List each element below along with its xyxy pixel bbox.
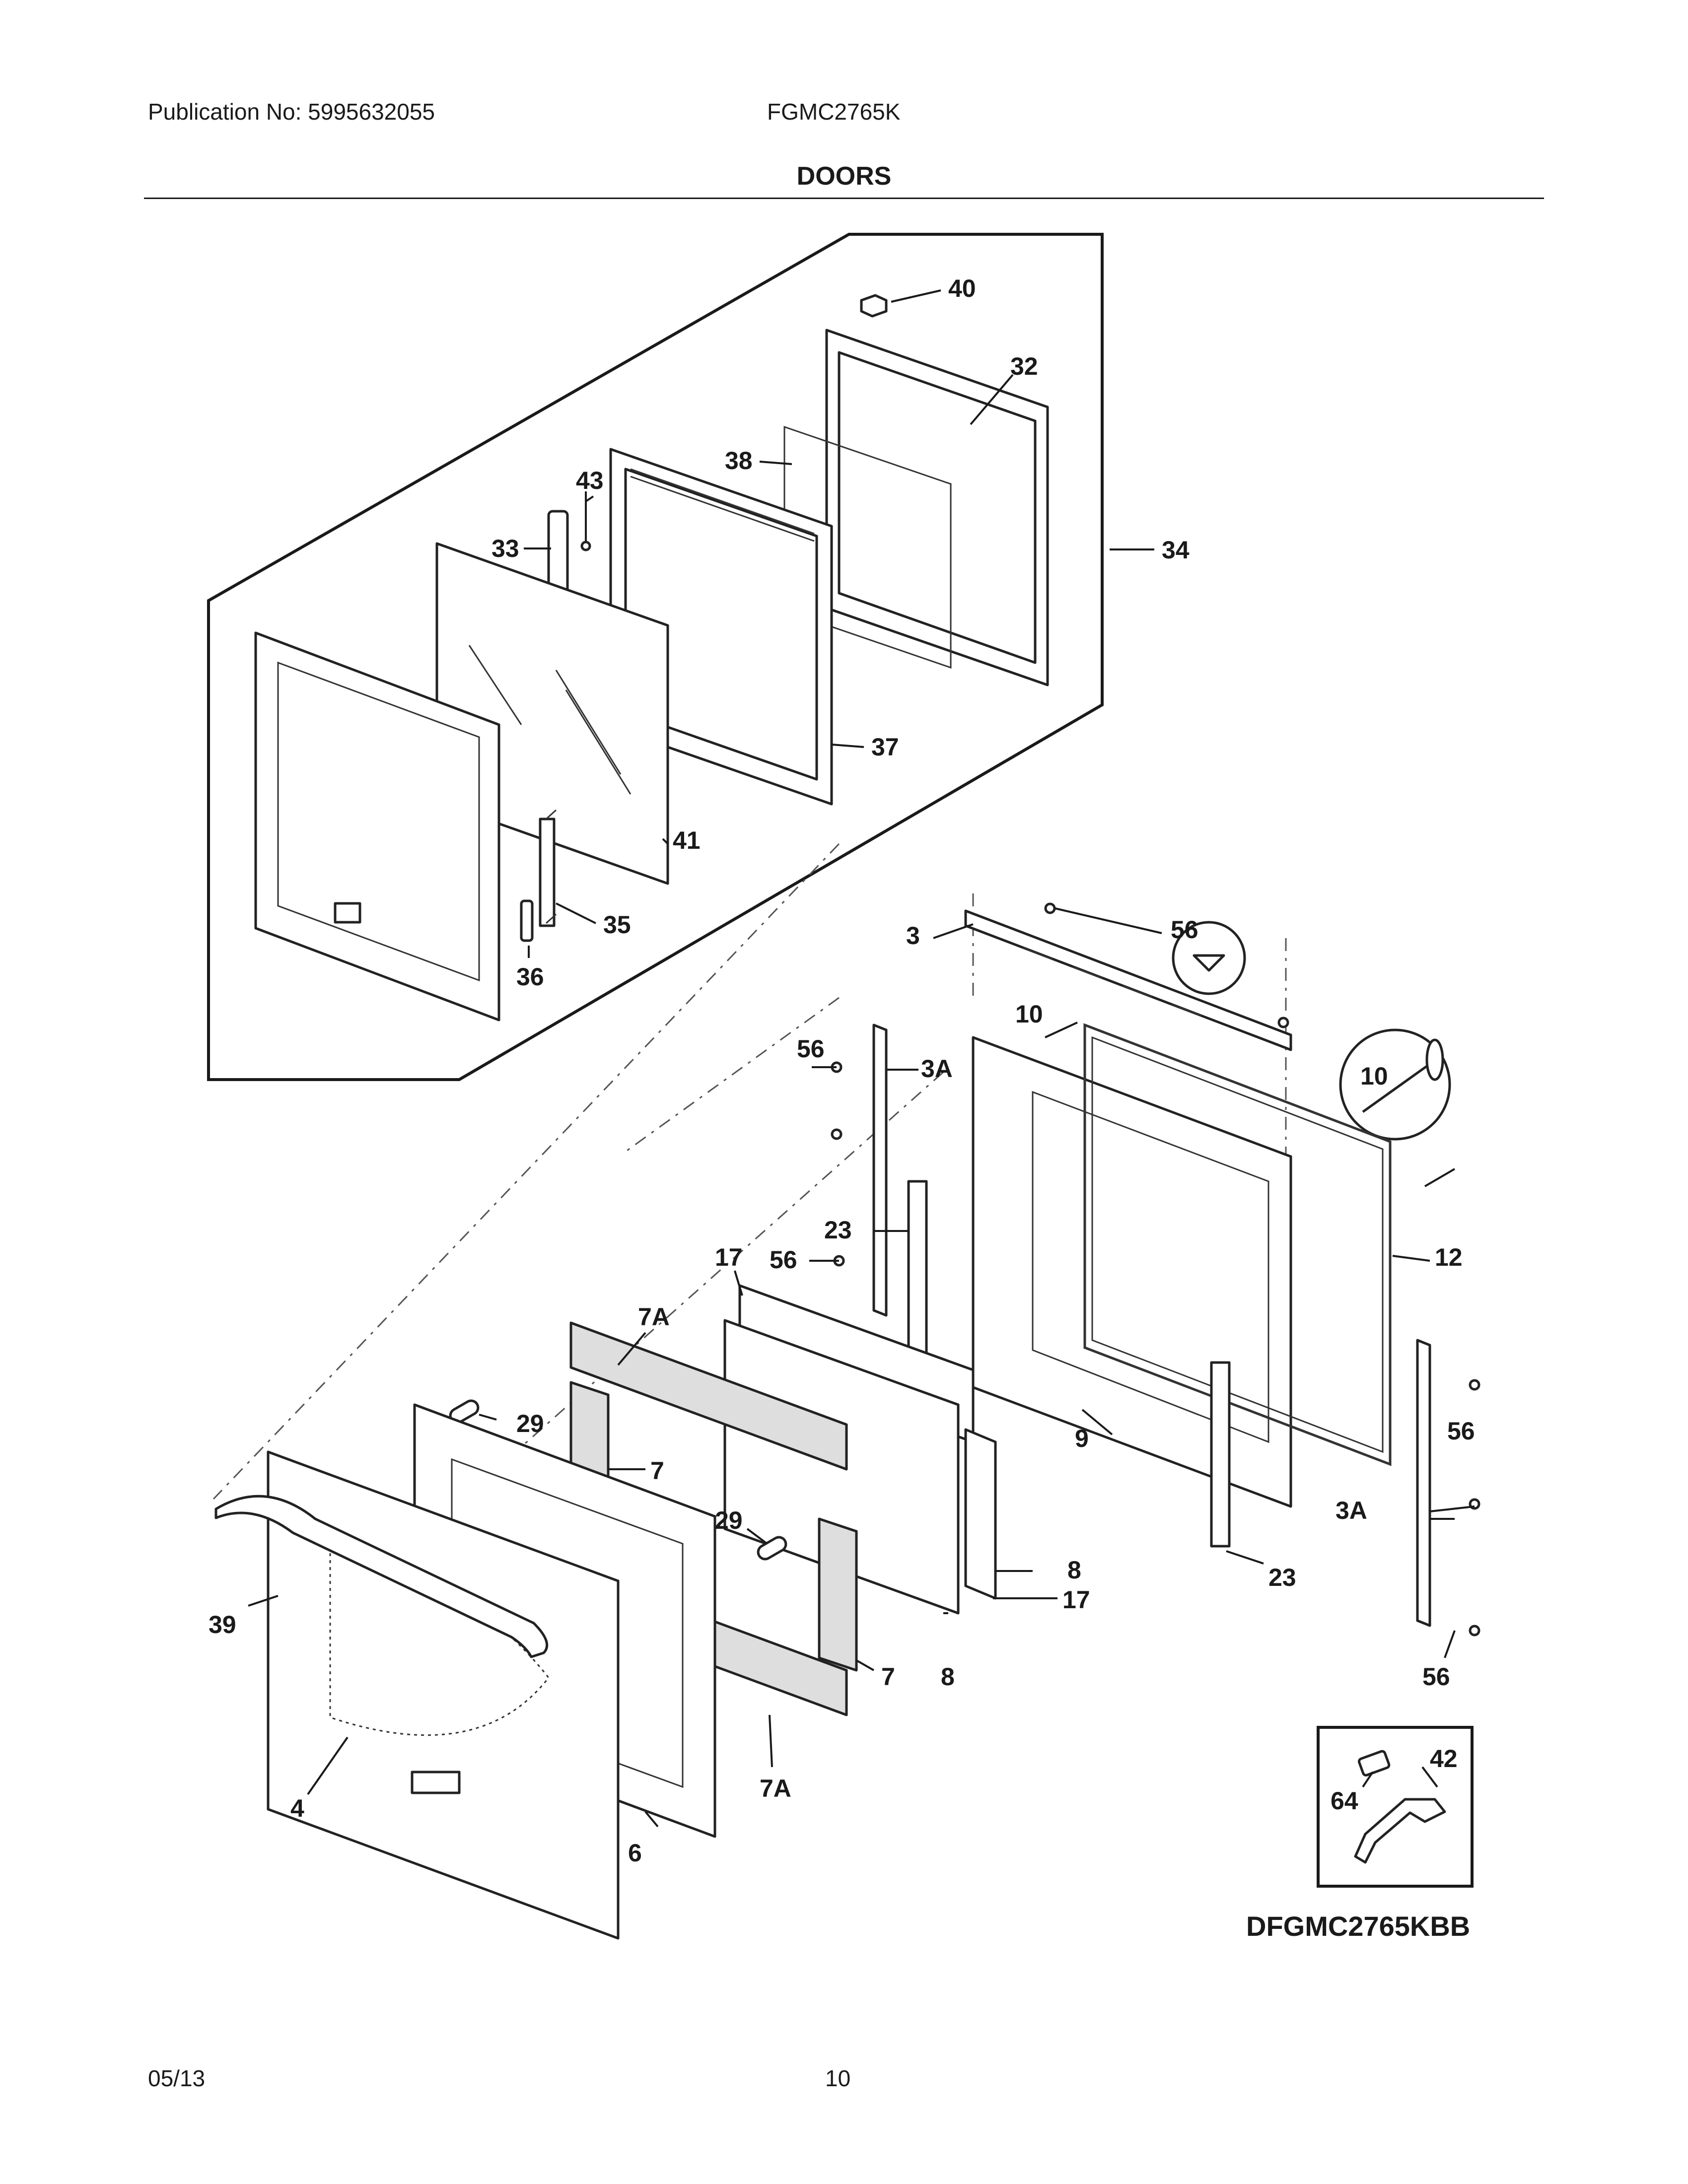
callout-56-left: 56: [797, 1035, 825, 1063]
part-hinge-23-left: [907, 1180, 928, 1364]
part-liner-9: [972, 1036, 1292, 1508]
callout-23-right: 23: [1268, 1564, 1296, 1591]
callout-34: 34: [1162, 536, 1190, 564]
leader-lines: [248, 289, 1475, 1828]
callout-56-top: 56: [1171, 916, 1198, 944]
part-screw-43: [580, 491, 591, 551]
callout-12: 12: [1435, 1243, 1463, 1271]
part-glass-pack-17-8: [723, 1284, 997, 1615]
callout-7a-bottom: 7A: [760, 1774, 791, 1802]
part-pin-10: [1045, 1022, 1456, 1187]
callout-10: 10: [1015, 1000, 1043, 1028]
callout-37: 37: [871, 733, 899, 761]
part-channel-3: [964, 909, 1292, 1051]
callout-56-right: 56: [1447, 1417, 1475, 1445]
part-channel-3a-right: [1416, 1339, 1431, 1627]
callout-10-inset: 10: [1360, 1062, 1388, 1090]
inset-box: [1317, 1726, 1474, 1888]
inner-door-panel: [254, 631, 500, 1022]
part-gasket-12: [1083, 1023, 1392, 1466]
part-channel-3a-left: [872, 1024, 888, 1317]
part-bracket-35: [539, 809, 557, 927]
page-title: DOORS: [796, 162, 892, 191]
callout-42: 42: [1430, 1745, 1458, 1773]
part-screws-56: [831, 902, 1480, 1637]
callout-8-bottom: 8: [941, 1663, 955, 1691]
callout-7-left: 7: [650, 1457, 664, 1485]
callout-17-bottom: 17: [1062, 1586, 1090, 1614]
part-insulation-7-right: [818, 1517, 858, 1672]
callout-38: 38: [725, 447, 753, 475]
part-clip-40: [860, 294, 888, 318]
callout-41: 41: [673, 826, 701, 854]
callout-3: 3: [906, 922, 920, 950]
callout-29-left: 29: [516, 1410, 544, 1437]
callout-35: 35: [603, 911, 631, 939]
callout-32: 32: [1010, 352, 1038, 380]
callout-3a-left: 3A: [921, 1055, 953, 1083]
callout-36: 36: [516, 963, 544, 991]
callout-labels: 40 32 38 43 33 34 37 41 35 36 3 56 10 56…: [209, 274, 1475, 1942]
page-number: 10: [825, 2065, 851, 2091]
callout-7-right: 7: [881, 1663, 895, 1691]
callout-39: 39: [209, 1611, 236, 1638]
callout-9: 9: [1075, 1425, 1089, 1452]
callout-17-top: 17: [715, 1243, 743, 1271]
part-spacer-36: [520, 899, 534, 942]
callout-40: 40: [948, 274, 976, 302]
header-divider: [144, 198, 1544, 199]
part-hinge-23-right: [1210, 1361, 1231, 1548]
inner-door-assembly-outline: [207, 233, 1104, 1081]
callout-56-mid: 56: [770, 1246, 797, 1274]
model-number: FGMC2765K: [767, 99, 901, 125]
callout-56-bottom: 56: [1422, 1663, 1450, 1691]
part-outer-door-4: [267, 1450, 620, 1940]
callout-23-left: 23: [824, 1216, 852, 1244]
publication-date: 05/13: [148, 2065, 206, 2091]
callout-33: 33: [492, 535, 519, 562]
part-insulation-7a-top: [569, 1321, 848, 1471]
callout-4: 4: [290, 1794, 304, 1822]
callout-43: 43: [576, 467, 604, 494]
diagram-code: DFGMC2765KBB: [1246, 1911, 1470, 1942]
publication-number: Publication No: 5995632055: [148, 99, 435, 125]
callout-29-mid: 29: [715, 1506, 743, 1534]
callout-6: 6: [628, 1839, 642, 1867]
part-handle-39: [214, 1495, 549, 1658]
callout-8-right: 8: [1067, 1556, 1081, 1584]
callout-7a-top: 7A: [638, 1303, 670, 1331]
callout-64: 64: [1331, 1787, 1358, 1815]
part-frame-32: [825, 329, 1049, 686]
callout-3a-right: 3A: [1336, 1497, 1367, 1524]
